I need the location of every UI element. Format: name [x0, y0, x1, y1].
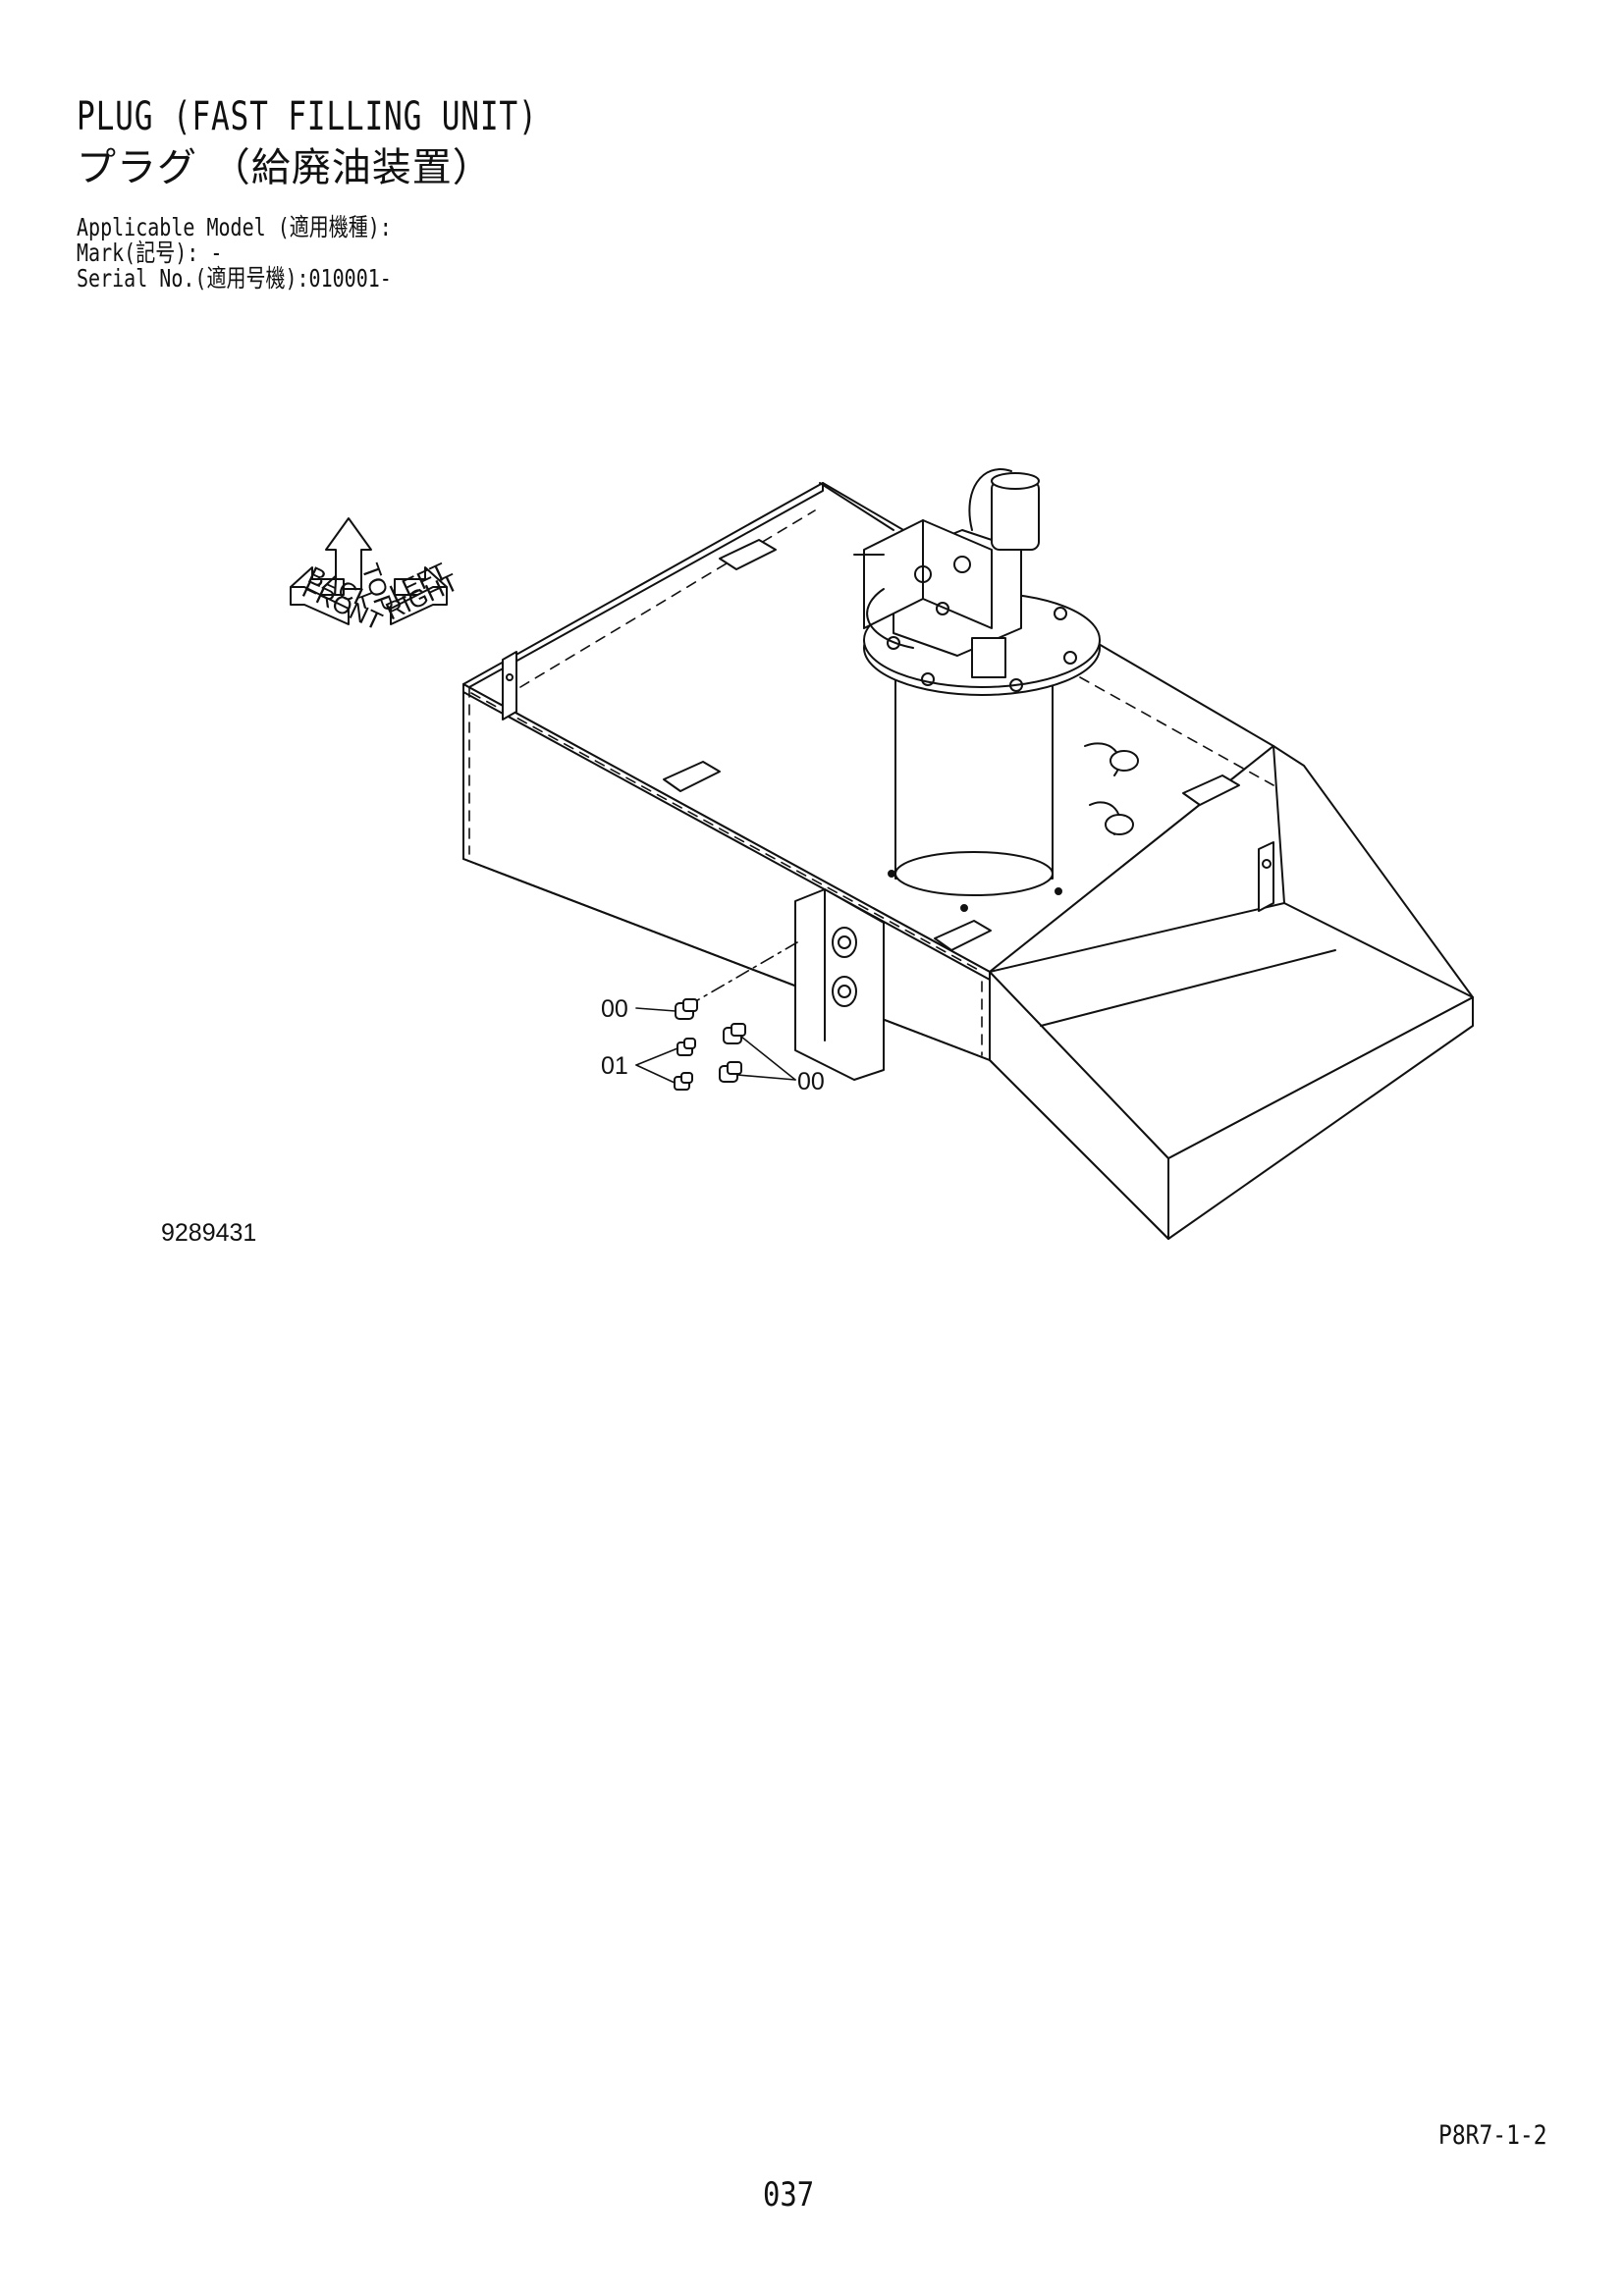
page-title: PLUG (FAST FILLING UNIT): [77, 94, 538, 139]
serial-number-line: Serial No.(適用号機):010001-: [77, 264, 392, 293]
left-bracket: [502, 651, 517, 721]
underside-fittings: [1084, 742, 1139, 835]
plug-00-a: [675, 998, 698, 1020]
hidden-edges: [468, 509, 1274, 1056]
page-title-japanese: プラグ （給廃油装置）: [77, 145, 493, 190]
plug-parts: [674, 998, 746, 1091]
plug-01-b: [674, 1072, 693, 1091]
drawing-number: 9289431: [161, 1219, 257, 1247]
plug-01-a: [677, 1038, 696, 1056]
plug-00-b: [723, 1023, 746, 1044]
plug-panel: [794, 888, 885, 1081]
right-bracket: [1258, 841, 1274, 912]
applicable-model-line: Applicable Model (適用機種):: [77, 213, 392, 241]
callout-01: 01: [601, 1052, 628, 1080]
mark-line: Mark(記号): -: [77, 239, 223, 267]
callout-leaders: [635, 1007, 796, 1084]
pump-valve-assembly: [819, 468, 1040, 678]
callout-00-top: 00: [601, 995, 628, 1023]
plug-00-c: [719, 1061, 742, 1083]
callout-00-right: 00: [797, 1068, 825, 1095]
mounting-pads: [663, 539, 1240, 951]
sheet-code: P8R7-1-2: [1438, 2120, 1547, 2151]
panel-leader-line: [686, 941, 798, 1007]
page-number: 037: [763, 2175, 815, 2215]
orientation-indicator: TOP BACK FRONT LEFT RIGHT: [290, 517, 462, 636]
